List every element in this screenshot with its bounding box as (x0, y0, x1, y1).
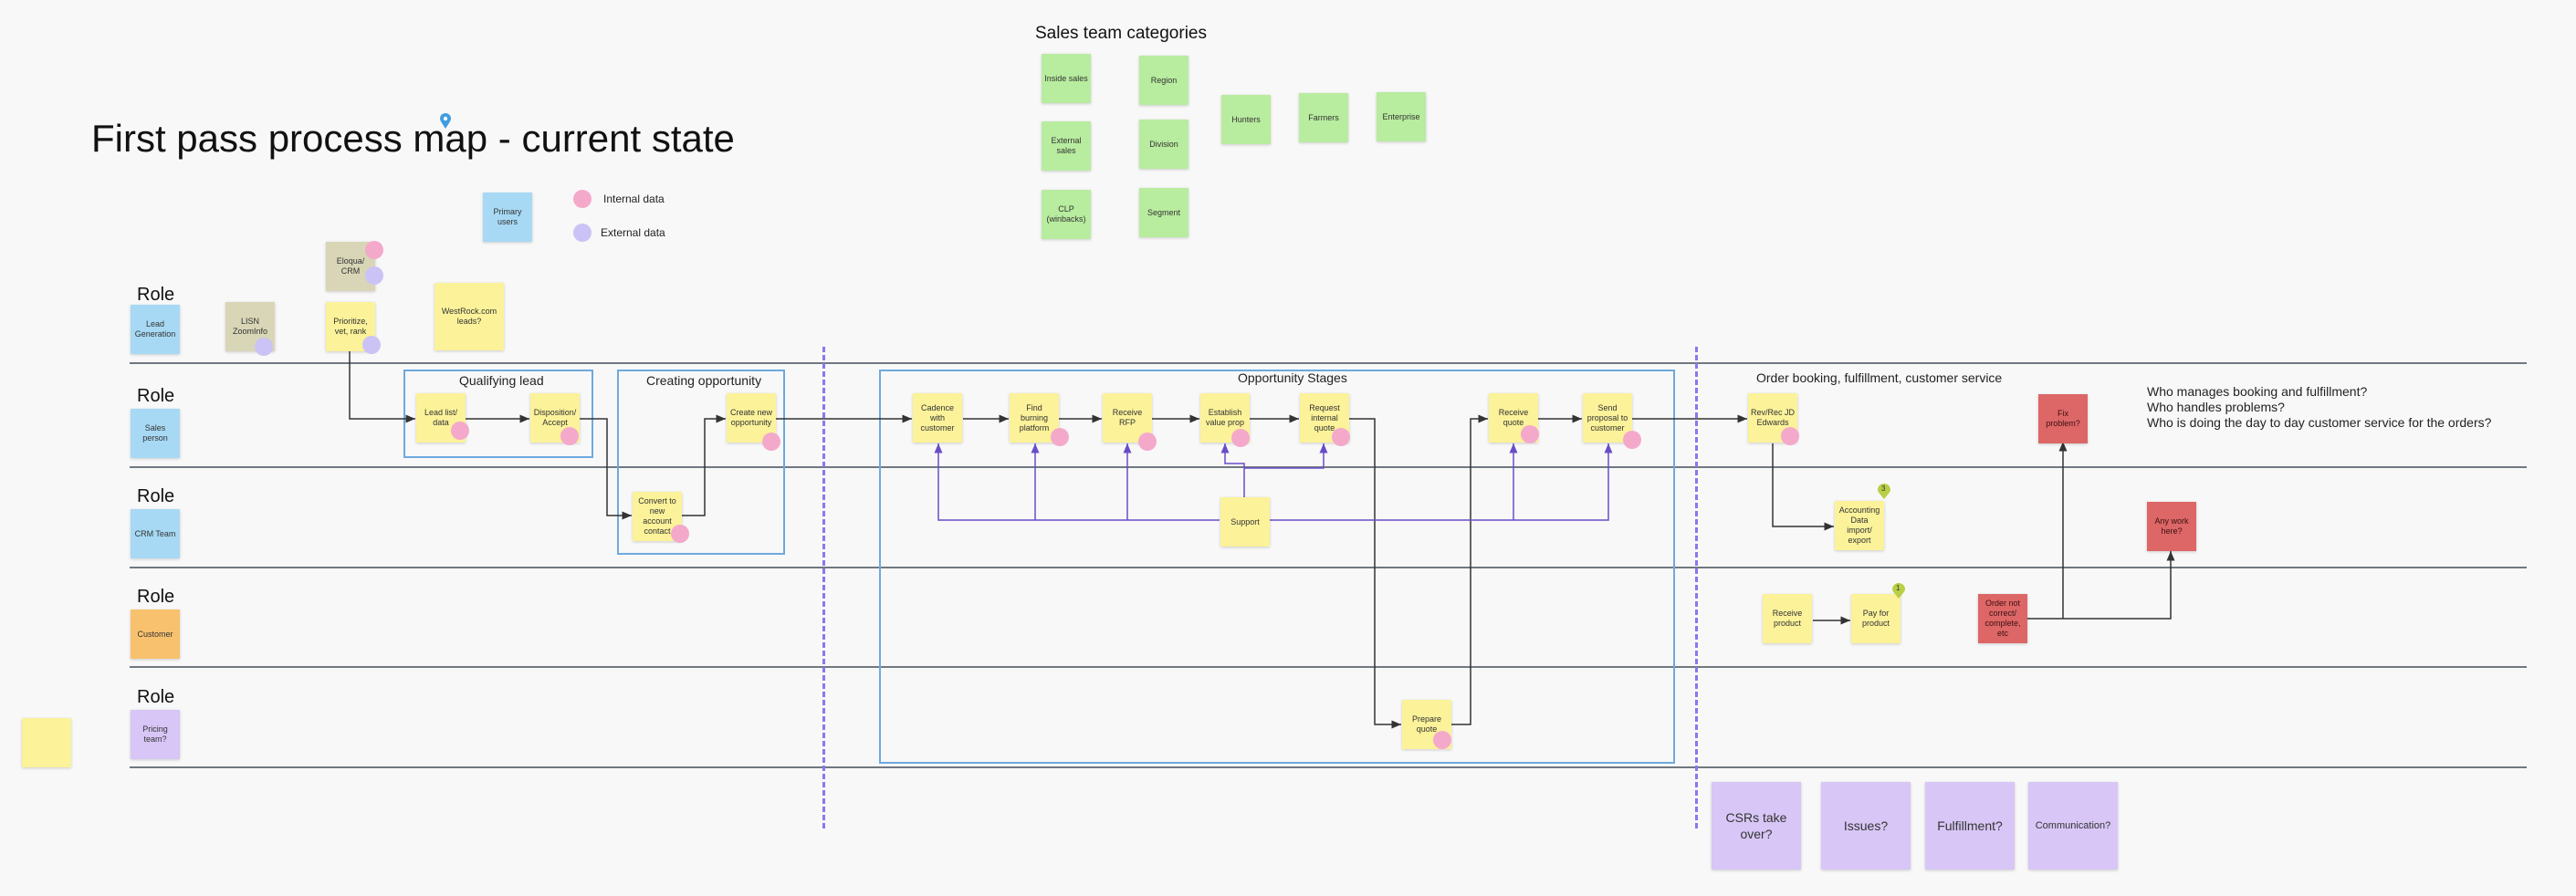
step-support[interactable]: Support (1220, 497, 1270, 547)
external-data-dot (573, 224, 592, 242)
location-pin-icon[interactable] (439, 113, 452, 134)
internal-data-dot (671, 525, 689, 543)
internal-data-dot (573, 190, 592, 208)
category-enterprise[interactable]: Enterprise (1377, 92, 1426, 141)
lane-divider (130, 362, 2527, 364)
role-pricing-team[interactable]: Pricing team? (131, 710, 180, 759)
internal-data-dot (365, 241, 383, 259)
phase-divider (1695, 347, 1698, 828)
group-qualifying-lead (403, 370, 593, 458)
internal-data-dot (1138, 432, 1157, 451)
note-westrock-leads[interactable]: WestRock.com leads? (435, 283, 504, 350)
internal-data-dot (560, 427, 579, 445)
role-label: Role (137, 587, 175, 607)
comment-pin-icon[interactable]: 3 (1877, 484, 1891, 505)
legend-primary-users[interactable]: Primary users (483, 193, 532, 242)
role-label: Role (137, 386, 175, 406)
group-order-booking-label: Order booking, fulfillment, customer ser… (1756, 370, 2003, 385)
role-customer[interactable]: Customer (131, 609, 180, 659)
legend-external-data-label: External data (601, 226, 665, 239)
comment-pin-icon[interactable]: 1 (1891, 583, 1906, 604)
phase-divider (822, 347, 825, 828)
legend-internal-data-label: Internal data (603, 193, 665, 205)
internal-data-dot (1332, 428, 1350, 446)
group-creating-opportunity (617, 370, 785, 555)
internal-data-dot (1231, 429, 1250, 447)
step-convert-account-contact[interactable]: Convert to new account contact (633, 492, 682, 541)
step-fix-problem[interactable]: Fix problem? (2038, 394, 2088, 443)
category-segment[interactable]: Segment (1139, 188, 1189, 237)
external-data-dot (255, 338, 273, 356)
empty-sticky-note[interactable] (22, 718, 71, 767)
page-title: First pass process map - current state (91, 117, 735, 160)
internal-data-dot (762, 432, 780, 451)
question-problems: Who handles problems? (2147, 400, 2285, 414)
category-clp-winbacks[interactable]: CLP (winbacks) (1042, 190, 1091, 239)
category-inside-sales[interactable]: Inside sales (1042, 54, 1091, 103)
group-opportunity-stages (879, 370, 1675, 764)
step-create-new-opportunity[interactable]: Create new opportunity (727, 393, 776, 443)
step-pay-for-product[interactable]: Pay for product (1851, 594, 1901, 643)
step-order-not-correct[interactable]: Order not correct/ complete, etc (1978, 594, 2027, 643)
category-farmers[interactable]: Farmers (1299, 93, 1348, 142)
category-region[interactable]: Region (1139, 56, 1189, 105)
group-creating-opportunity-label: Creating opportunity (646, 373, 762, 388)
lane-divider (130, 766, 2527, 768)
internal-data-dot (1521, 425, 1539, 443)
internal-data-dot (1623, 431, 1641, 449)
external-data-dot (365, 266, 383, 285)
internal-data-dot (451, 422, 469, 440)
comment-pin-number: 1 (1896, 584, 1901, 592)
role-label: Role (137, 285, 175, 305)
role-sales-person[interactable]: Sales person (131, 409, 180, 458)
role-label: Role (137, 486, 175, 506)
category-external-sales[interactable]: External sales (1042, 121, 1091, 171)
role-label: Role (137, 687, 175, 707)
step-cadence-with-customer[interactable]: Cadence with customer (913, 393, 962, 443)
category-division[interactable]: Division (1139, 120, 1189, 169)
note-csrs-take-over[interactable]: CSRs take over? (1712, 782, 1801, 870)
internal-data-dot (1433, 731, 1451, 749)
lane-divider (130, 666, 2527, 668)
comment-pin-number: 3 (1881, 484, 1886, 493)
step-accounting-data[interactable]: Accounting Data import/ export (1835, 501, 1884, 550)
group-opportunity-stages-label: Opportunity Stages (1238, 370, 1347, 385)
step-receive-product[interactable]: Receive product (1763, 594, 1812, 643)
internal-data-dot (1051, 428, 1069, 446)
lane-divider (130, 567, 2527, 568)
external-data-dot (362, 336, 381, 354)
category-hunters[interactable]: Hunters (1221, 95, 1271, 144)
role-lead-generation[interactable]: Lead Generation (131, 305, 180, 354)
group-qualifying-lead-label: Qualifying lead (459, 373, 544, 388)
sales-categories-heading: Sales team categories (1035, 24, 1207, 43)
question-booking: Who manages booking and fulfillment? (2147, 384, 2368, 399)
note-issues[interactable]: Issues? (1821, 782, 1911, 870)
internal-data-dot (1781, 427, 1799, 445)
role-crm-team[interactable]: CRM Team (131, 509, 180, 558)
step-any-work-here[interactable]: Any work here? (2147, 502, 2196, 551)
note-fulfillment[interactable]: Fulfillment? (1925, 782, 2015, 870)
lane-divider (130, 466, 2527, 468)
note-communication[interactable]: Communication? (2028, 782, 2118, 870)
question-customer-service: Who is doing the day to day customer ser… (2147, 415, 2492, 430)
